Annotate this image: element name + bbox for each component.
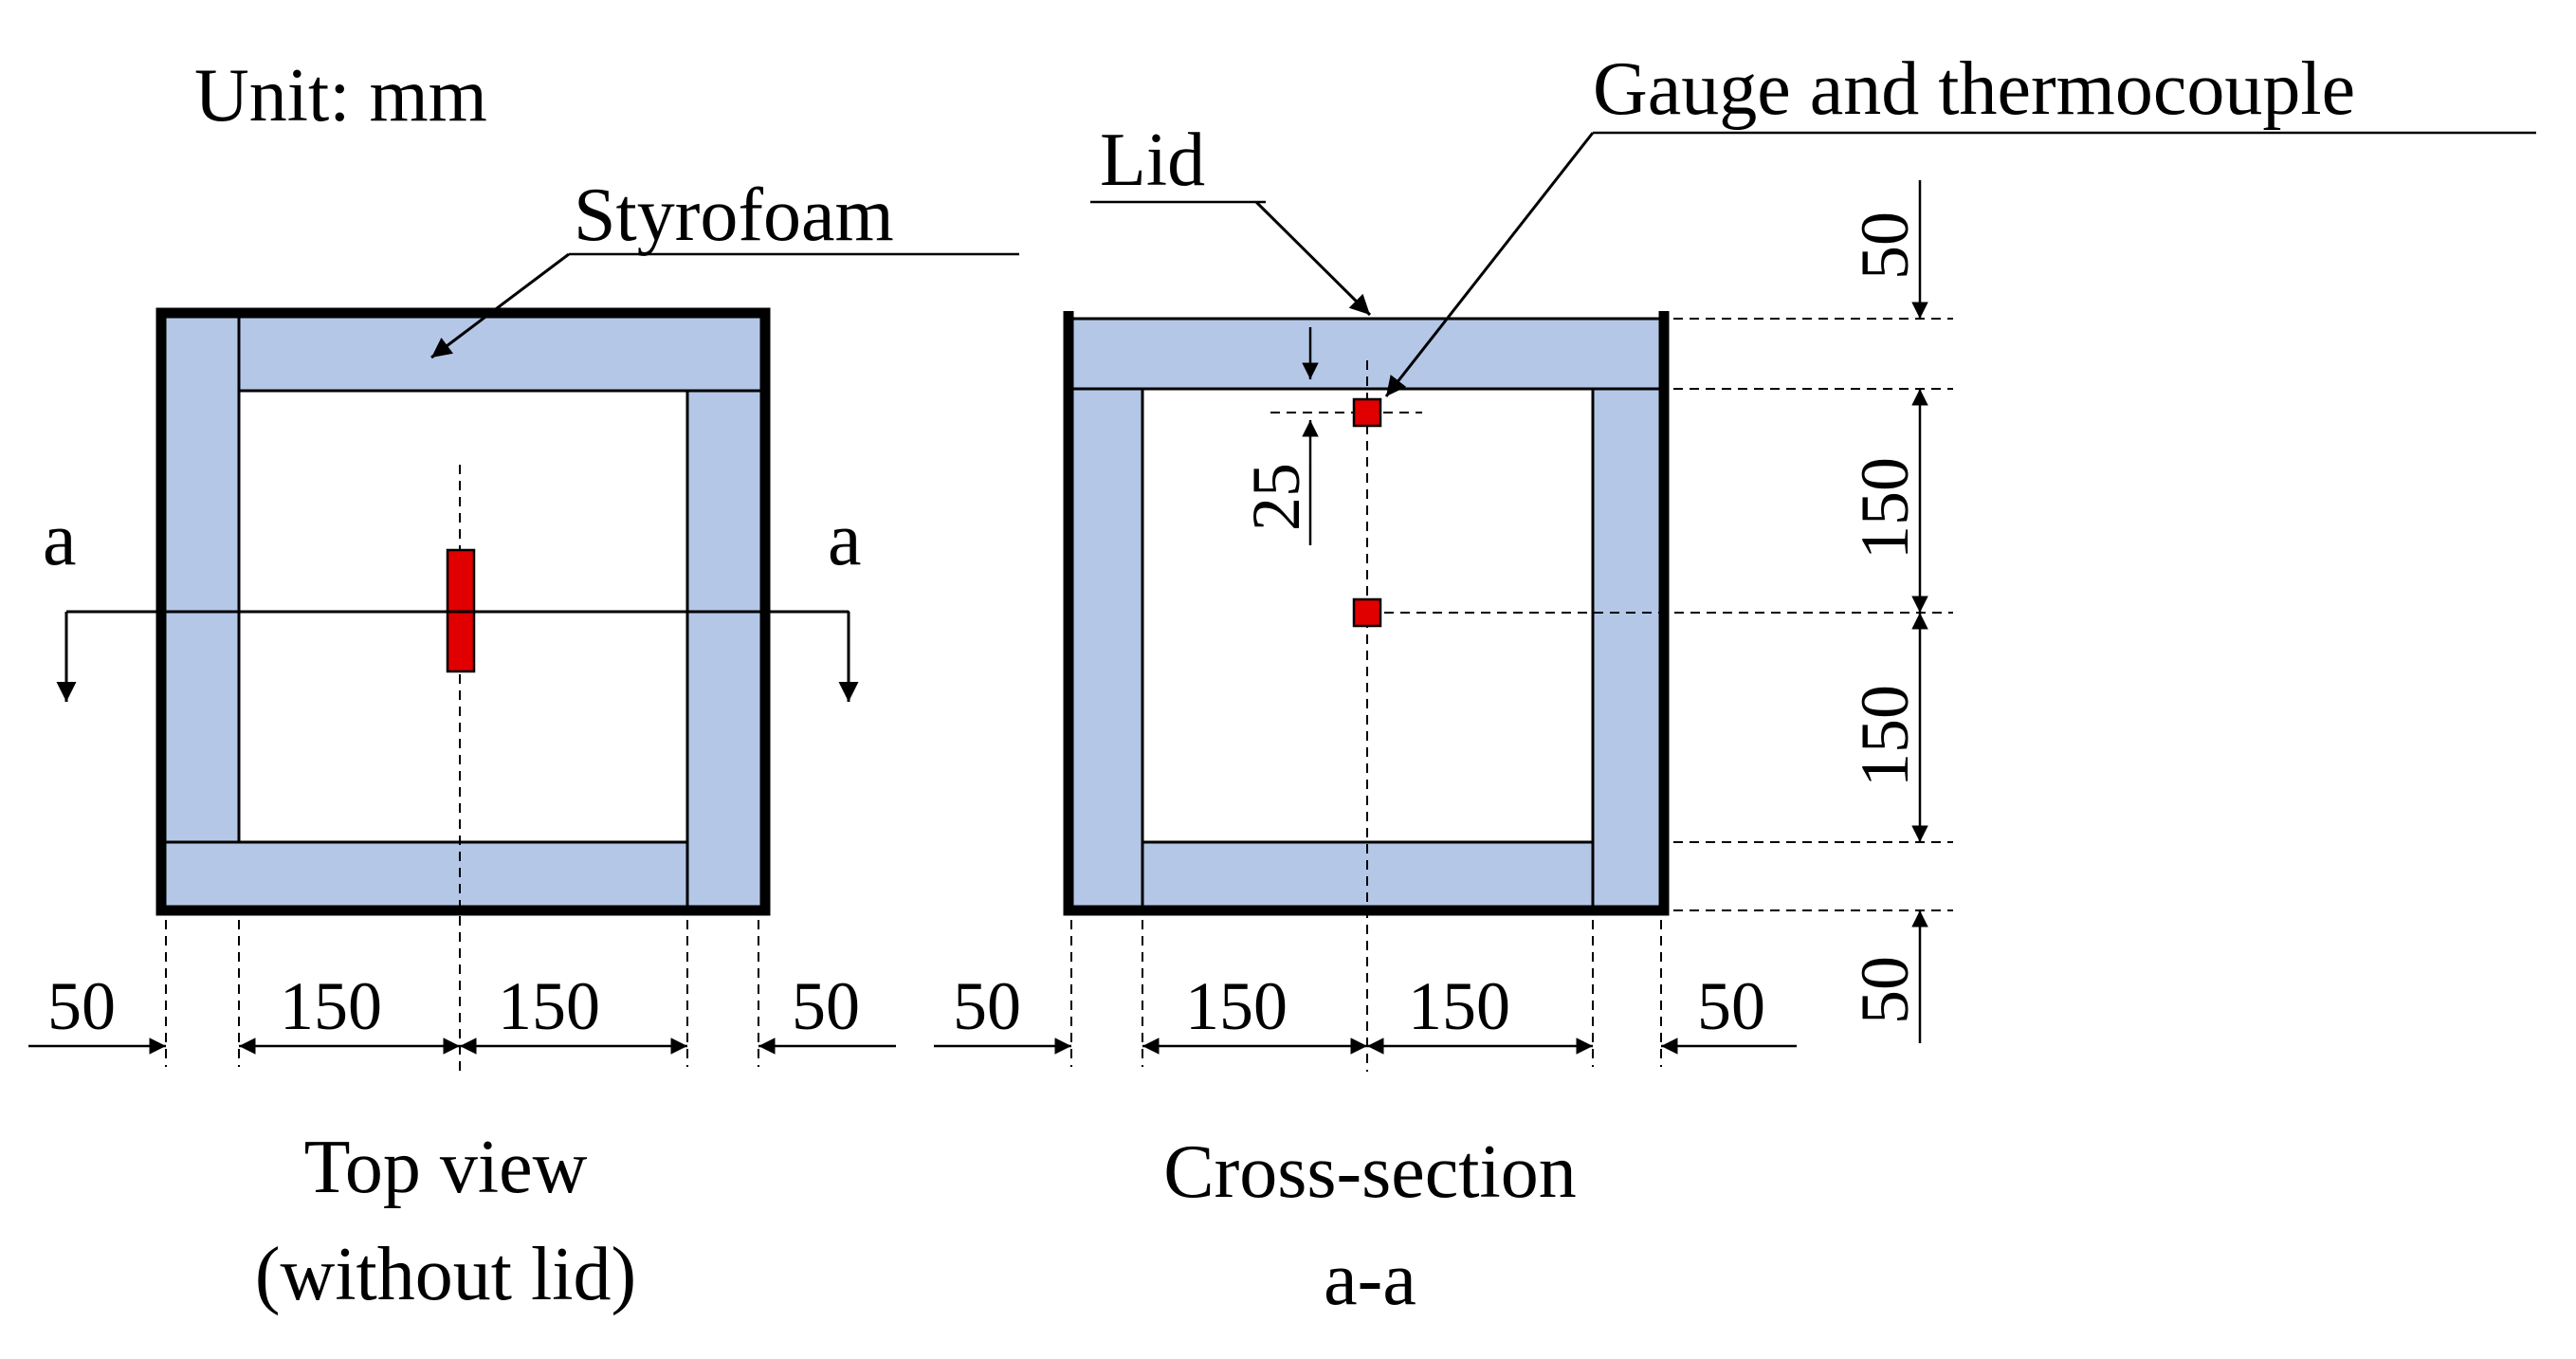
section-marker-left: a	[43, 498, 77, 581]
cs-dim-1: 50	[953, 968, 1021, 1044]
styrofoam-right	[685, 389, 767, 912]
cs-dim-2: 150	[1185, 968, 1288, 1044]
cross-section-caption: Cross-section	[1163, 1130, 1577, 1214]
top-view-caption-sub: (without lid)	[255, 1233, 636, 1316]
styrofoam-left-cs	[1067, 387, 1144, 912]
top-view-caption: Top view	[304, 1126, 588, 1209]
gauge-middle	[1352, 597, 1382, 628]
vertical-dimensions: 50 150 150 50	[1384, 180, 1953, 1043]
styrofoam-right-cs	[1591, 387, 1666, 912]
top-dim-2: 150	[280, 968, 382, 1044]
v-dim-2: 150	[1847, 457, 1923, 560]
top-view: a a 50 150 150 50 Top view (without lid)	[28, 307, 896, 1316]
unit-label: Unit: mm	[194, 54, 487, 138]
top-dim-4: 50	[792, 968, 860, 1044]
v-dim-3: 150	[1847, 685, 1923, 787]
styrofoam-top	[237, 311, 767, 393]
styrofoam-bottom	[159, 840, 689, 912]
v-dim-1: 50	[1847, 211, 1923, 280]
styrofoam-label: Styrofoam	[574, 174, 894, 257]
gauge-thermocouple-label: Gauge and thermocouple	[1593, 47, 2355, 131]
gauge-depth-dim: 25	[1238, 463, 1314, 531]
section-marker-right: a	[828, 498, 862, 581]
cs-dim-3: 150	[1408, 968, 1510, 1044]
top-dim-1: 50	[47, 968, 116, 1044]
cross-section: 25 50 150 150 50 Cross-section a-a	[934, 311, 1797, 1321]
cross-section-caption-sub: a-a	[1324, 1238, 1416, 1321]
cs-dim-4: 50	[1697, 968, 1765, 1044]
lid-label: Lid	[1100, 119, 1205, 202]
v-dim-4: 50	[1847, 956, 1923, 1024]
top-dim-3: 150	[498, 968, 600, 1044]
gauge-upper	[1352, 397, 1382, 428]
